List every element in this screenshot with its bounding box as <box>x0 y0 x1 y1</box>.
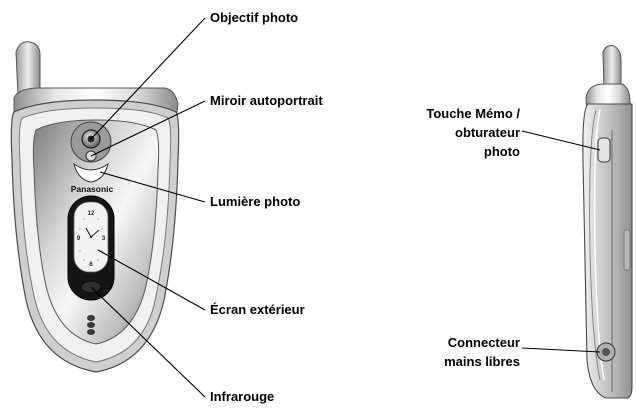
clock-center <box>89 235 93 239</box>
side-front-curve <box>589 109 601 381</box>
label-memo-key-line1: Touche Mémo / <box>426 106 520 121</box>
label-memo-key-line3: photo <box>484 144 520 159</box>
clock-numeral-6: 6 <box>89 262 93 268</box>
clock-numeral-3: 3 <box>102 236 106 242</box>
side-slot <box>623 229 631 271</box>
leader-selfie-mirror <box>90 100 206 157</box>
speaker-grille <box>87 315 95 335</box>
camera-light <box>73 162 109 183</box>
label-selfie-mirror: Miroir autoportrait <box>210 93 323 108</box>
leader-external-screen <box>97 249 206 311</box>
phone-front: Panasonic 12 9 3 6 <box>10 41 180 373</box>
label-handsfree-line1: Connecteur <box>448 335 520 350</box>
side-antenna <box>602 45 622 93</box>
label-handsfree-line2: mains libres <box>444 354 520 369</box>
clock-hour-hand <box>85 227 92 238</box>
leader-infrared <box>90 286 206 398</box>
clock-minute-hand <box>90 229 100 238</box>
label-camera-light: Lumière photo <box>210 194 300 209</box>
leader-camera-lens <box>90 17 206 140</box>
label-memo-key-line2: obturateur <box>455 125 520 140</box>
label-camera-lens: Objectif photo <box>210 10 298 25</box>
label-infrared: Infrarouge <box>210 389 274 404</box>
handsfree-connector-hole <box>602 348 610 356</box>
clock-face: 12 9 3 6 <box>77 211 106 268</box>
brand-logo: Panasonic <box>71 184 114 194</box>
leader-handsfree <box>521 347 601 353</box>
antenna <box>15 41 41 96</box>
leader-camera-light <box>99 171 206 203</box>
clock-numeral-9: 9 <box>77 236 81 242</box>
label-external-screen: Écran extérieur <box>210 302 305 317</box>
clock-numeral-12: 12 <box>88 211 95 217</box>
phone-side <box>582 45 633 399</box>
leader-memo-key <box>521 130 601 151</box>
